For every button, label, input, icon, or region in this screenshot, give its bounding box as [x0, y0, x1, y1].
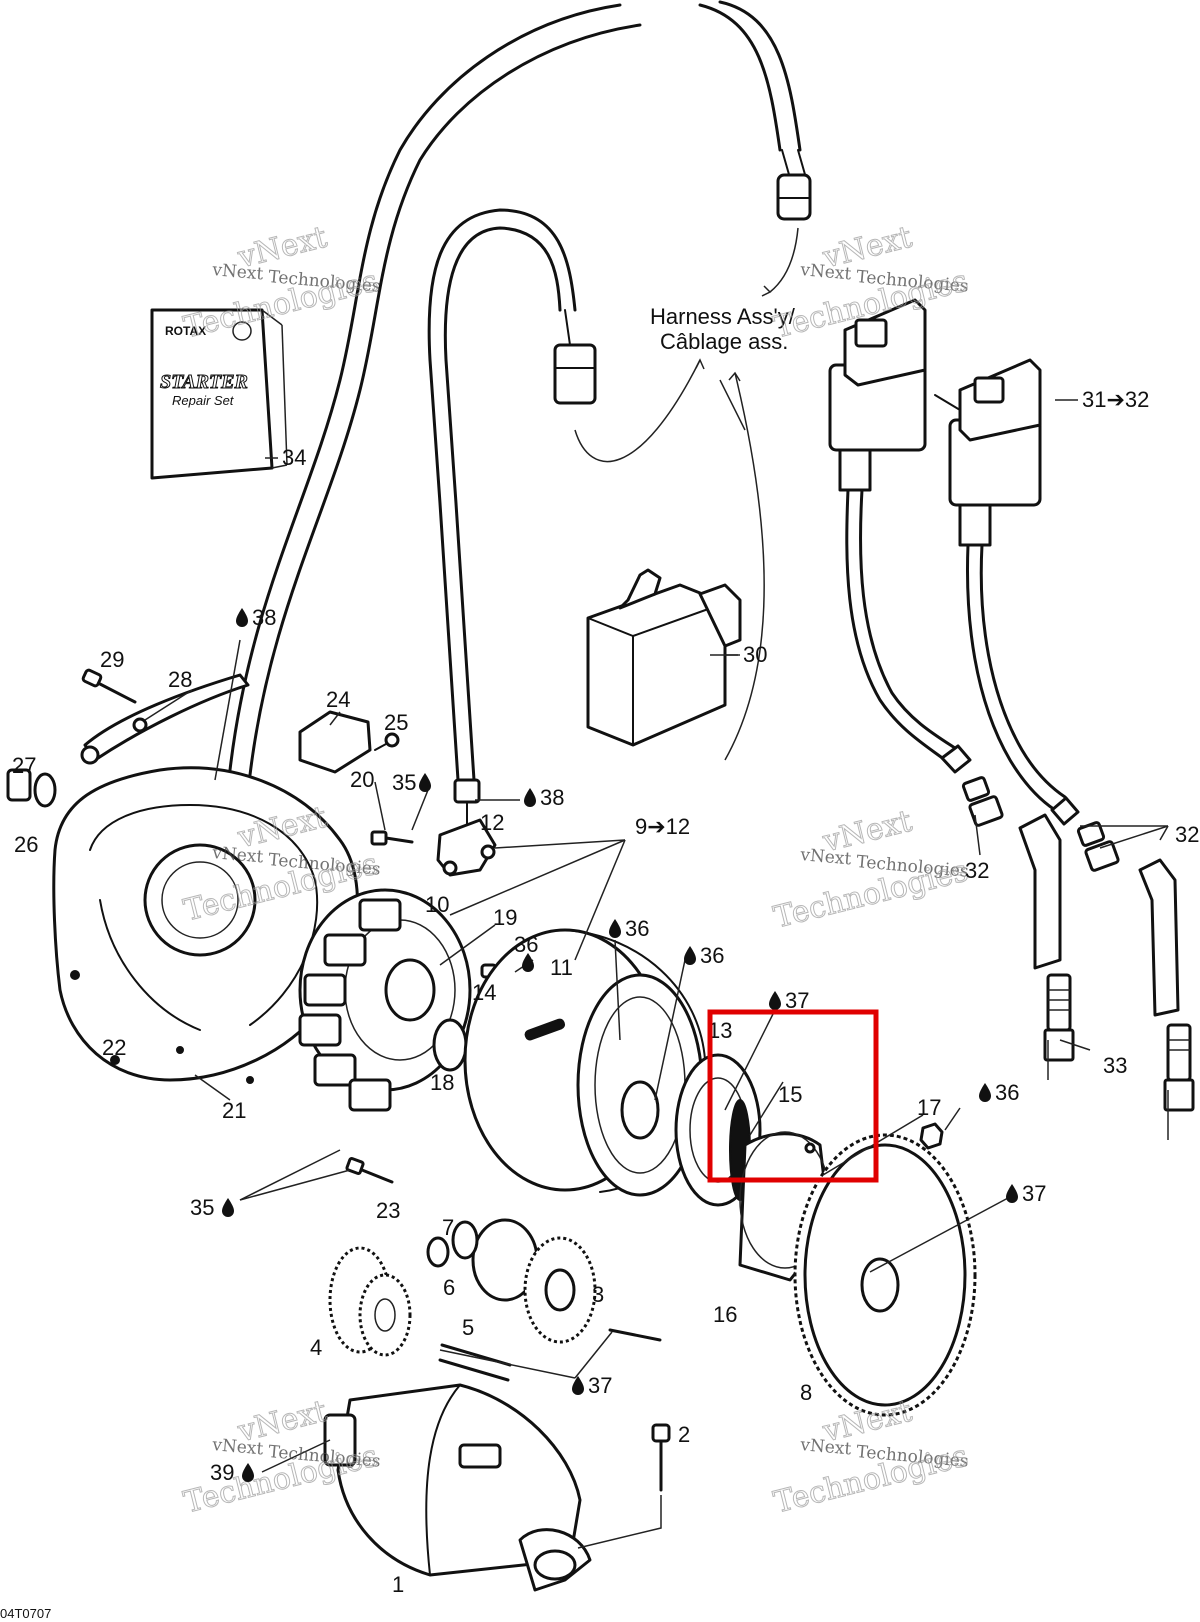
label-32-left: 32 — [965, 858, 989, 883]
label-21: 21 — [222, 1098, 246, 1123]
nut-19 — [384, 958, 436, 1022]
label-11: 11 — [550, 955, 573, 980]
ignition-module — [586, 568, 742, 747]
label-16: 16 — [713, 1302, 737, 1327]
trigger-coil-12 — [436, 778, 497, 877]
label-15: 15 — [778, 1082, 802, 1107]
lubrication-labels: 38 35 38 36 36 36 37 36 37 35 37 39 — [190, 605, 1046, 1485]
label-37-gear: 37 — [1022, 1181, 1046, 1206]
starter-motor-1 — [323, 1383, 592, 1592]
main-wire-harness — [228, 0, 812, 777]
label-14: 14 — [472, 980, 496, 1005]
bolt-2 — [651, 1423, 671, 1492]
label-35-bottom: 35 — [190, 1195, 214, 1220]
ring-gear-8 — [793, 1133, 977, 1417]
harness-pointers — [574, 227, 799, 761]
label-36-rotor: 36 — [625, 916, 649, 941]
label-38-top: 38 — [252, 605, 276, 630]
cover-plug-27 — [6, 768, 57, 808]
trigger-wire — [427, 208, 597, 782]
washer-7 — [426, 1236, 450, 1268]
cover-24 — [298, 710, 372, 774]
manual-brand: ROTAX — [165, 324, 206, 338]
label-22: 22 — [102, 1035, 126, 1060]
leader-bolt-2 — [577, 1495, 662, 1549]
label-32-right: 32 — [1175, 822, 1199, 847]
label-19: 19 — [493, 905, 517, 930]
leader-lines-32 — [974, 814, 1169, 1051]
label-2: 2 — [678, 1422, 690, 1447]
label-17: 17 — [917, 1095, 941, 1120]
svg-text:vNext: vNext — [799, 1435, 853, 1459]
label-36-screw: 36 — [514, 932, 538, 957]
ignition-coil-left — [828, 298, 972, 774]
washer-18 — [432, 1018, 468, 1072]
label-3: 3 — [592, 1282, 604, 1307]
bolt-29 — [81, 668, 137, 704]
label-36-hub: 36 — [700, 943, 724, 968]
label-23: 23 — [376, 1198, 400, 1223]
watermark-bottom-right: vNext vNext Technologies Technologies — [770, 1393, 972, 1521]
label-34: 34 — [282, 445, 306, 470]
svg-text:vNext: vNext — [211, 260, 265, 284]
bolt-23 — [345, 1157, 394, 1184]
label-27: 27 — [12, 753, 36, 778]
rotor-11 — [463, 928, 707, 1197]
manual-subtitle: Repair Set — [172, 393, 235, 408]
harness-label-line1: Harness Ass'y/ — [650, 304, 796, 329]
label-20: 20 — [350, 767, 374, 792]
screw-25 — [374, 732, 400, 751]
spark-plug-right — [1166, 1023, 1192, 1082]
ignition-coil-right — [948, 358, 1080, 826]
label-24: 24 — [326, 687, 350, 712]
manual-logo-icon — [232, 321, 252, 341]
svg-text:vNext: vNext — [211, 843, 265, 867]
label-9-12: 9➔12 — [635, 814, 690, 839]
gear-4 — [328, 1246, 412, 1357]
label-5: 5 — [462, 1315, 474, 1340]
starter-repair-set-manual: ROTAX STARTER Repair Set — [150, 308, 288, 480]
label-8: 8 — [800, 1380, 812, 1405]
label-7: 7 — [442, 1215, 454, 1240]
label-35-top: 35 — [392, 770, 416, 795]
nut-17 — [919, 1122, 944, 1150]
leader-lines — [144, 379, 1009, 1473]
spark-plug-caps-and-plugs — [961, 776, 1195, 1140]
spark-plug-left — [1046, 973, 1072, 1032]
stator-10 — [298, 888, 472, 1112]
label-25: 25 — [384, 710, 408, 735]
gear-3 — [523, 1236, 597, 1344]
svg-text:vNext: vNext — [211, 1435, 265, 1459]
label-10: 10 — [425, 892, 449, 917]
label-37-clutch: 37 — [785, 988, 809, 1013]
label-30: 30 — [743, 642, 767, 667]
label-28: 28 — [168, 667, 192, 692]
svg-text:vNext: vNext — [799, 845, 853, 869]
highlight-box-item-15 — [707, 1009, 879, 1183]
bracket-28 — [80, 673, 250, 765]
harness-label-line2: Câblage ass. — [660, 329, 788, 354]
svg-text:vNext: vNext — [799, 260, 853, 284]
label-37-shaft: 37 — [588, 1373, 612, 1398]
label-1: 1 — [392, 1572, 404, 1597]
label-26: 26 — [14, 832, 38, 857]
watermark-mid-right: vNext vNext Technologies Technologies — [770, 803, 972, 936]
label-38-right: 38 — [540, 785, 564, 810]
label-31-32: 31➔32 — [1082, 387, 1149, 412]
trigger-connector — [553, 343, 597, 405]
label-29: 29 — [100, 647, 124, 672]
label-4: 4 — [310, 1335, 322, 1360]
bushing-6 — [451, 1220, 479, 1260]
label-33: 33 — [1103, 1053, 1127, 1078]
label-39: 39 — [210, 1460, 234, 1485]
label-6: 6 — [443, 1275, 455, 1300]
manual-title: STARTER — [160, 371, 248, 393]
label-18: 18 — [430, 1070, 454, 1095]
label-36-nut: 36 — [995, 1080, 1019, 1105]
diagram-reference-code: 04T0707 — [0, 1606, 51, 1621]
bolt-20 — [370, 830, 414, 846]
label-12: 12 — [480, 810, 504, 835]
